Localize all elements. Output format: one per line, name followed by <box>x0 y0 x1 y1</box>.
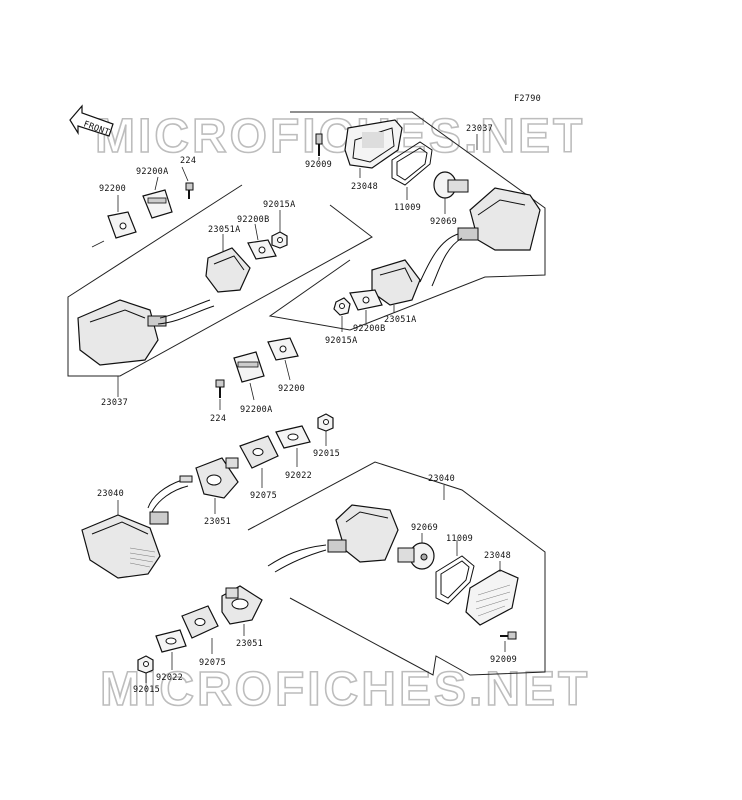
label-92200B-left: 92200B <box>237 215 270 225</box>
bolt-224-mid <box>215 379 225 398</box>
boot-23051A-left <box>205 247 251 293</box>
plate-92022-lower <box>155 629 187 653</box>
label-92069-upper: 92069 <box>430 217 457 227</box>
label-11009-lower: 11009 <box>446 534 473 544</box>
bottom-parts <box>137 585 263 683</box>
grommet-92075-lower <box>181 605 219 639</box>
label-23051-mid: 23051 <box>204 517 231 527</box>
grommet-92075-mid <box>239 435 279 469</box>
label-23051A-right: 23051A <box>384 315 417 325</box>
label-23051A-left: 23051A <box>208 225 241 235</box>
screw-92009-upper <box>315 133 323 156</box>
lens-23048-upper <box>344 119 403 169</box>
boot-23051-mid <box>195 457 239 499</box>
label-92009-lower: 92009 <box>490 655 517 665</box>
label-92069-lower: 92069 <box>411 523 438 533</box>
plate-92200B-left <box>247 239 277 260</box>
label-92015A-left: 92015A <box>263 200 296 210</box>
gasket-11009-lower <box>435 555 475 605</box>
label-92200B-right: 92200B <box>353 324 386 334</box>
nut-92015-lower <box>137 655 154 674</box>
plate-92022-mid <box>275 425 311 449</box>
screw-92009-lower <box>500 631 517 640</box>
label-23040-left: 23040 <box>97 489 124 499</box>
label-92015-mid: 92015 <box>313 449 340 459</box>
bulb-92069-upper <box>433 171 469 199</box>
label-92200A-upper: 92200A <box>136 167 169 177</box>
label-92009-upper: 92009 <box>305 160 332 170</box>
label-23051-lower: 23051 <box>236 639 263 649</box>
nut-92015A-right <box>333 297 351 316</box>
label-92015-lower: 92015 <box>133 685 160 695</box>
plate-92200B-right <box>349 289 383 311</box>
label-23037-left: 23037 <box>101 398 128 408</box>
housing-23037-left <box>77 299 215 366</box>
bracket-92200A-upper <box>142 189 173 219</box>
nut-92015A-left <box>271 231 288 249</box>
bolt-224-upper <box>185 182 194 199</box>
lower-right-group <box>247 461 546 676</box>
label-224-mid: 224 <box>210 414 226 424</box>
label-92075-lower: 92075 <box>199 658 226 668</box>
label-23048-upper: 23048 <box>351 182 378 192</box>
label-92200-upper: 92200 <box>99 184 126 194</box>
upper-right-group <box>268 111 546 332</box>
nut-92015-mid <box>317 413 334 432</box>
plate-92200-upper <box>107 211 137 239</box>
label-92015A-right: 92015A <box>325 336 358 346</box>
boot-23051-lower <box>221 585 263 625</box>
front-left-unit <box>81 475 193 579</box>
label-92200-mid: 92200 <box>278 384 305 394</box>
label-23048-lower: 23048 <box>484 551 511 561</box>
watermark-top: MICROFICHES.NET <box>95 110 585 163</box>
label-224-upper: 224 <box>180 156 196 166</box>
housing-23040-right <box>267 504 399 573</box>
label-92022-lower: 92022 <box>156 673 183 683</box>
lens-23048-lower <box>465 569 519 626</box>
plate-92200-mid <box>267 337 299 361</box>
watermark-bottom: MICROFICHES.NET <box>100 663 590 716</box>
label-23037-upper: 23037 <box>466 124 493 134</box>
figure-code: F2790 <box>514 94 541 104</box>
upper-left-group <box>67 166 373 397</box>
gasket-11009-upper <box>391 141 433 186</box>
boot-23051A-right <box>371 259 421 306</box>
housing-23037-upper <box>419 187 541 287</box>
label-23040-right: 23040 <box>428 474 455 484</box>
label-92022-mid: 92022 <box>285 471 312 481</box>
label-92075-mid: 92075 <box>250 491 277 501</box>
label-92200A-mid: 92200A <box>240 405 273 415</box>
bulb-92069-lower <box>397 542 435 570</box>
bracket-92200A-mid <box>233 351 265 383</box>
label-11009-upper: 11009 <box>394 203 421 213</box>
middle-parts <box>195 337 334 514</box>
